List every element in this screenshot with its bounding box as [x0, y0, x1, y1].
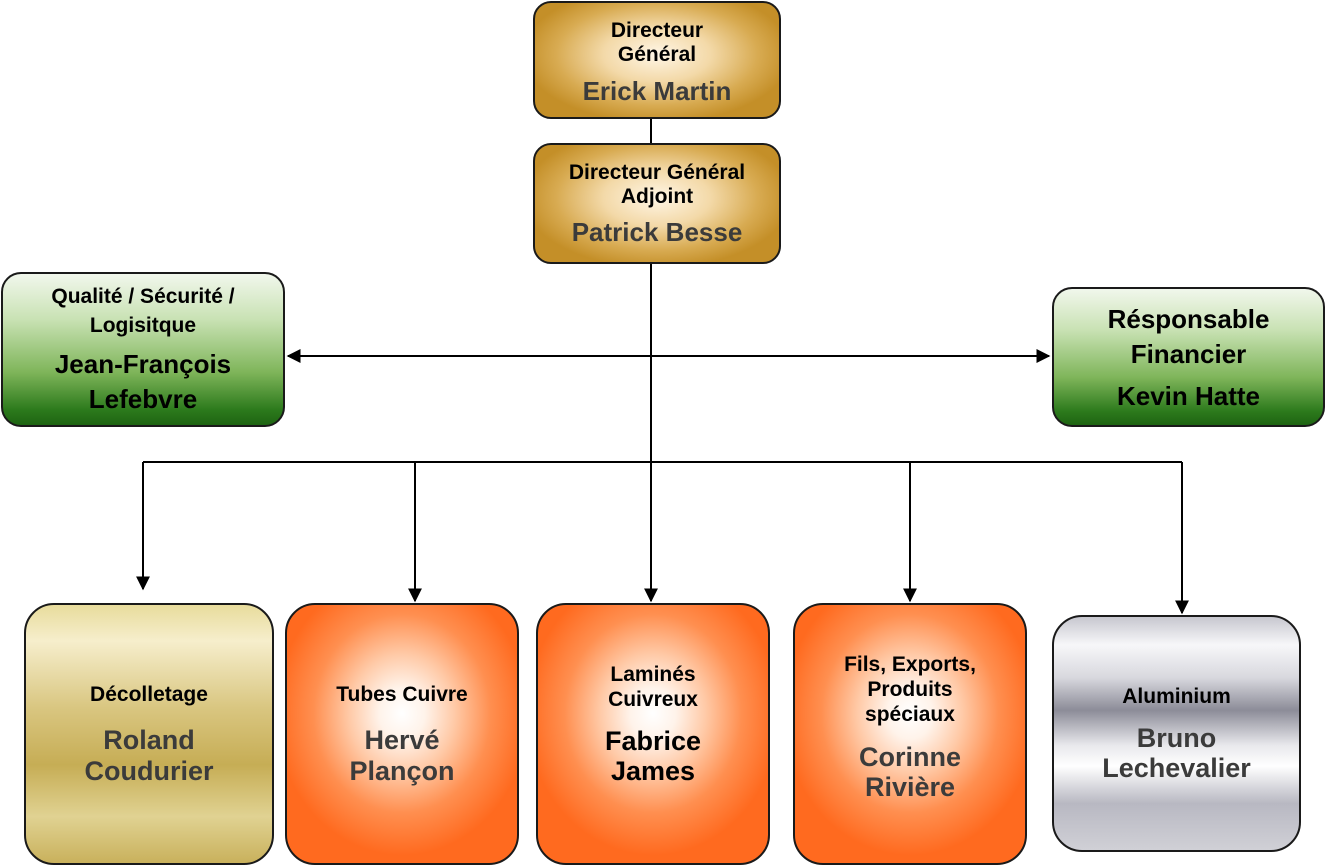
node-person: Fabrice James	[604, 725, 702, 787]
node-person: Kevin Hatte	[1116, 380, 1261, 411]
node-person: Hervé Plançon	[349, 725, 455, 786]
node-role: Directeur Général	[610, 19, 704, 67]
node-role: Aluminium	[1122, 684, 1231, 708]
node-tubes-cuivre: Tubes Cuivre Hervé Plançon	[285, 603, 519, 865]
node-role: Décolletage	[90, 683, 208, 707]
node-decolletage: Décolletage Roland Coudurier	[24, 603, 274, 865]
node-person: Jean-François Lefebvre	[54, 348, 232, 414]
node-person: Patrick Besse	[571, 217, 743, 248]
node-person: Corinne Rivière	[858, 741, 961, 802]
node-role: Qualité / Sécurité / Logisitque	[51, 285, 235, 338]
node-qualite-securite-logistique: Qualité / Sécurité / Logisitque Jean-Fra…	[1, 272, 285, 427]
node-directeur-general: Directeur Général Erick Martin	[533, 1, 781, 119]
node-fils-exports-produits-speciaux: Fils, Exports, Produits spéciaux Corinne…	[793, 603, 1027, 865]
node-role: Laminés Cuivreux	[608, 662, 698, 711]
node-responsable-financier: Résponsable Financier Kevin Hatte	[1052, 287, 1325, 427]
node-person: Erick Martin	[582, 75, 732, 106]
node-person: Roland Coudurier	[84, 725, 214, 786]
node-aluminium: Aluminium Bruno Lechevalier	[1052, 615, 1301, 852]
node-role: Tubes Cuivre	[336, 683, 468, 707]
node-lamines-cuivreux: Laminés Cuivreux Fabrice James	[536, 603, 770, 865]
node-person: Bruno Lechevalier	[1102, 722, 1251, 784]
node-role: Fils, Exports, Produits spéciaux	[844, 652, 976, 727]
node-role: Directeur Général Adjoint	[568, 160, 746, 208]
node-role: Résponsable Financier	[1107, 304, 1270, 370]
node-directeur-general-adjoint: Directeur Général Adjoint Patrick Besse	[533, 143, 781, 264]
